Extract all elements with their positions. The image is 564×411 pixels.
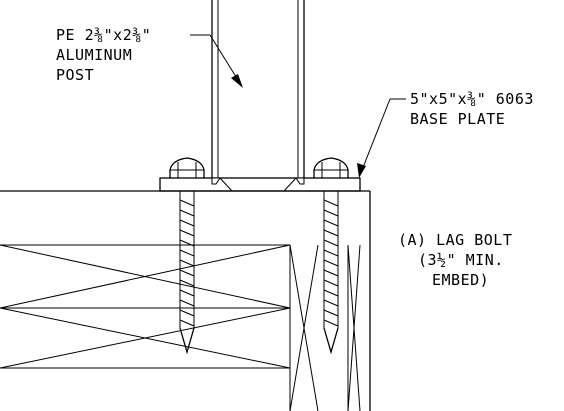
- deck-surface: [0, 190, 371, 411]
- joist-blocking: [0, 244, 291, 369]
- post-callout-line1: PE 2⅜"x2⅜": [56, 26, 151, 44]
- post-callout-line2: ALUMINUM: [56, 46, 132, 64]
- lag-bolt-callout-line3: EMBED): [432, 271, 489, 289]
- base-plate-callout-line2: BASE PLATE: [410, 110, 505, 128]
- aluminum-post: [211, 0, 305, 178]
- post-callout-line3: POST: [56, 66, 94, 84]
- base-plate-callout-line1: 5"x5"x⅜" 6063: [410, 90, 534, 108]
- lag-bolt-head-right: [313, 157, 349, 178]
- base-plate: [159, 177, 361, 192]
- base-plate-callout: 5"x5"x⅜" 6063 BASE PLATE: [410, 90, 534, 128]
- post-callout: PE 2⅜"x2⅜" ALUMINUM POST: [56, 26, 151, 84]
- lag-bolt-head-left: [169, 157, 205, 178]
- base-plate-callout-leader: [357, 98, 406, 178]
- lag-bolt-callout: (A) LAG BOLT (3½" MIN. EMBED): [398, 231, 512, 289]
- lag-bolt-shank-right: [323, 191, 339, 355]
- lag-bolt-callout-line1: (A) LAG BOLT: [398, 231, 512, 249]
- post-callout-leader: [190, 34, 243, 88]
- lag-bolt-shank-left: [179, 191, 195, 355]
- vertical-joist: [289, 244, 361, 411]
- lag-bolt-callout-line2: (3½" MIN.: [418, 251, 504, 269]
